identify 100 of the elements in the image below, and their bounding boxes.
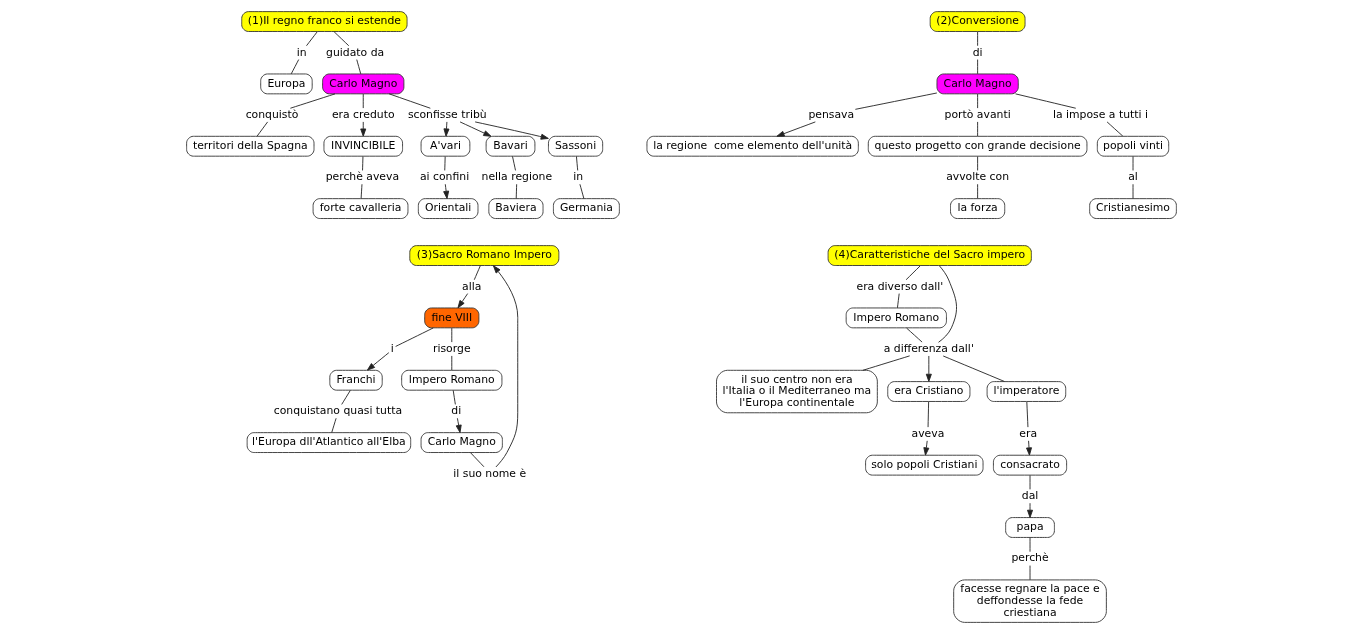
connector: [511, 156, 516, 171]
node-text: al: [1127, 170, 1138, 184]
connector: [340, 390, 351, 405]
node-text: era creduto: [331, 107, 395, 121]
node-text: sconfisse tribù: [407, 107, 487, 121]
node-box: il suo centro non era l'Italia o il Mediterraneo ma l'Europa continentale: [715, 369, 878, 414]
node-text: perchè: [1010, 551, 1049, 565]
node-text: pensava: [807, 107, 854, 121]
connector: [394, 327, 434, 347]
node-box: A'vari: [420, 135, 470, 157]
node-text: i: [390, 341, 394, 355]
node-text: alla: [461, 279, 481, 293]
node-box: (3)Sacro Romano Impero: [408, 245, 559, 266]
node-text: risorge: [432, 341, 471, 355]
node-text: dal: [1021, 489, 1038, 503]
connector: [388, 93, 431, 109]
arrow: [442, 183, 449, 199]
node-text: conquistano quasi tutta: [273, 404, 402, 418]
node-box: Impero Romano: [845, 307, 947, 329]
node-box: Franchi: [328, 369, 383, 391]
connector: [1106, 121, 1123, 137]
node-text: conquistò: [245, 107, 298, 121]
connector: [976, 121, 978, 137]
node-box: Sassoni: [547, 135, 603, 157]
connector: [575, 156, 578, 171]
arrow: [1025, 440, 1032, 456]
node-box: Germania: [552, 198, 620, 219]
node-text: di: [972, 45, 983, 59]
connector: [896, 293, 900, 309]
connector: [1029, 474, 1030, 490]
connector: [1029, 537, 1030, 553]
node-text: il suo nome è: [452, 466, 526, 480]
arrow: [922, 440, 929, 456]
connector: [976, 93, 978, 109]
node-box: popoli vinti: [1096, 135, 1169, 157]
connector: [976, 59, 978, 75]
connector: [469, 452, 484, 468]
node-text: era: [1018, 426, 1037, 440]
node-text: ai confini: [419, 170, 469, 184]
connector: [450, 327, 452, 343]
connector: [942, 355, 1005, 382]
connector: [289, 93, 336, 109]
node-box: facesse regnare la pace e deffondesse la fede criestiana: [952, 579, 1107, 623]
node-box: forte cavalleria: [312, 198, 408, 219]
connector: [452, 390, 456, 405]
node-text: guidato da: [325, 45, 384, 59]
node-text: era diverso dall': [856, 279, 943, 293]
arrow: [359, 121, 366, 137]
node-box: la forza: [949, 198, 1005, 219]
connector: [976, 183, 978, 199]
connector: [905, 327, 923, 343]
node-box: (1)Il regno franco si estende: [240, 11, 407, 32]
node-box: Impero Romano: [400, 369, 502, 391]
node-box: l'imperatore: [986, 381, 1066, 402]
node-text: la impose a tutti i: [1052, 107, 1148, 121]
connector: [578, 183, 584, 199]
node-text: portò avanti: [944, 107, 1011, 121]
connector: [330, 417, 337, 433]
connector: [305, 31, 318, 47]
node-box: (4)Caratteristiche del Sacro impero: [827, 245, 1032, 266]
node-text: perchè aveva: [325, 170, 399, 184]
node-box: questo progetto con grande decisione: [867, 135, 1087, 157]
node-box: Europa: [259, 73, 313, 95]
connector: [515, 183, 517, 199]
connector: [976, 31, 978, 47]
node-text: avvolte con: [945, 170, 1009, 184]
connector: [905, 265, 921, 281]
connector: [1029, 565, 1030, 581]
node-box: territori della Spagna: [185, 135, 314, 157]
node-box: consacrato: [992, 454, 1067, 476]
node-box: Bavari: [485, 135, 535, 157]
connector: [256, 121, 268, 137]
connector: [854, 92, 937, 110]
node-box: Baviera: [487, 198, 543, 219]
node-box: INVINCIBILE: [323, 135, 403, 157]
arrow: [455, 417, 462, 433]
arrow: [775, 121, 816, 137]
node-text: in: [572, 170, 583, 184]
node-box: papa: [1004, 517, 1055, 538]
connector: [473, 265, 481, 281]
node-text: aveva: [911, 426, 944, 440]
connector: [290, 59, 299, 75]
node-box: solo popoli Cristiani: [864, 454, 983, 476]
arrow: [1026, 502, 1033, 518]
node-text: di: [450, 404, 461, 418]
connector: [937, 265, 957, 343]
arrow: [925, 355, 932, 382]
connector: [861, 355, 910, 371]
arrow: [474, 121, 549, 140]
arrow: [457, 293, 468, 309]
connector: [450, 355, 452, 371]
node-box: Carlo Magno: [936, 73, 1019, 95]
node-box: Cristianesimo: [1088, 198, 1177, 219]
node-box: la regione come elemento dell'unità: [646, 135, 859, 157]
arrow: [443, 121, 449, 137]
arrow: [459, 121, 491, 137]
node-box: era Cristiano: [886, 381, 970, 402]
node-box: fine VIII: [423, 307, 479, 329]
node-text: in: [296, 45, 307, 59]
connector: [443, 156, 446, 171]
